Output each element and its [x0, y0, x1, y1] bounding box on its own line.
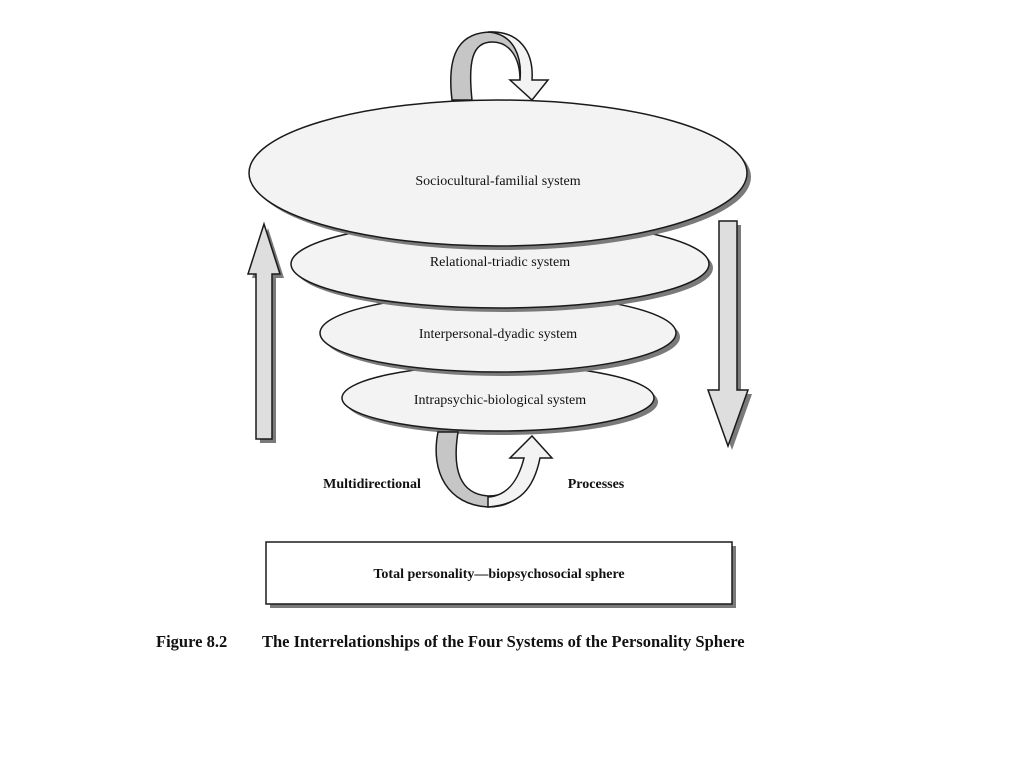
intrapsychic-biological-ellipse: Intrapsychic-biological system: [341, 364, 658, 435]
top-circular-arrow: [450, 31, 550, 102]
upward-arrow: [246, 221, 284, 443]
sociocultural-familial-label: Sociocultural-familial system: [415, 174, 580, 189]
sociocultural-familial-ellipse: Sociocultural-familial system: [248, 99, 751, 250]
interpersonal-dyadic-ellipse: Interpersonal-dyadic system: [319, 293, 680, 376]
relational-triadic-label: Relational-triadic system: [430, 255, 570, 270]
multidirectional-label: Multidirectional: [323, 477, 421, 492]
bottom-circular-arrow: [435, 431, 554, 508]
downward-arrow: [706, 220, 752, 450]
figure-title: The Interrelationships of the Four Syste…: [262, 632, 745, 651]
total-personality-box: Total personality—biopsychosocial sphere: [265, 541, 736, 608]
intrapsychic-biological-label: Intrapsychic-biological system: [414, 393, 586, 408]
total-personality-label: Total personality—biopsychosocial sphere: [373, 567, 624, 582]
interpersonal-dyadic-label: Interpersonal-dyadic system: [419, 327, 577, 342]
processes-label: Processes: [568, 477, 625, 492]
figure-number: Figure 8.2: [156, 632, 227, 651]
